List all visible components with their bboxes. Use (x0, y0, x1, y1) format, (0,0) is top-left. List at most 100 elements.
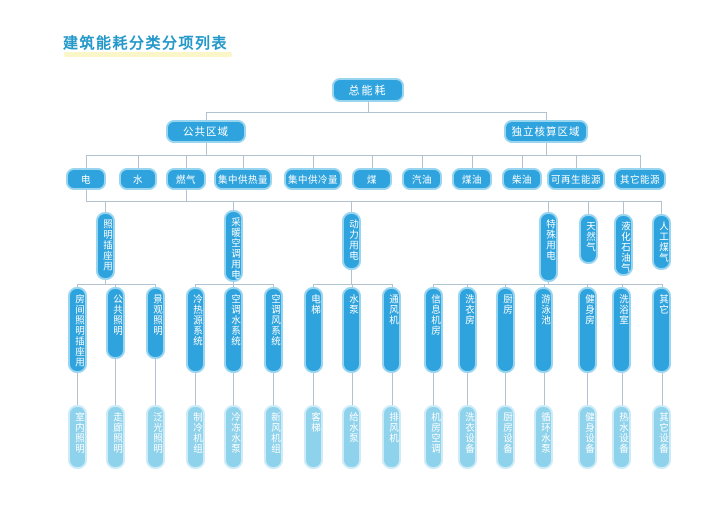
connector (662, 373, 663, 405)
connector (472, 155, 473, 168)
connector (186, 190, 187, 201)
connector (195, 284, 196, 287)
connector (206, 112, 207, 120)
connector (233, 201, 234, 212)
node-ac-air-system: 空调风系统 (264, 287, 283, 373)
node-fresh-air-unit: 新风机组 (264, 405, 283, 469)
connector (640, 155, 641, 168)
connector (587, 284, 588, 287)
connector (467, 284, 468, 287)
connector (433, 373, 434, 405)
node-power-electricity: 动力用电 (342, 212, 361, 270)
connector (77, 284, 78, 287)
node-kerosene: 煤油 (452, 168, 492, 190)
node-electricity: 电 (66, 168, 106, 190)
connector (77, 284, 155, 285)
node-flood-lighting: 泛光照明 (146, 405, 165, 469)
connector (86, 190, 87, 201)
node-other-equipment: 其它设备 (652, 405, 671, 469)
connector (195, 284, 273, 285)
node-kitchen: 厨房 (496, 287, 515, 373)
connector (576, 155, 577, 168)
node-passenger-elevator: 客梯 (304, 405, 323, 469)
connector (273, 284, 274, 287)
connector (622, 284, 623, 287)
connector (505, 284, 506, 287)
node-public-lighting: 公共照明 (106, 287, 125, 359)
connector (155, 284, 156, 287)
connector (392, 373, 393, 405)
connector (467, 373, 468, 405)
node-laundry: 洗衣房 (458, 287, 477, 373)
connector (186, 155, 187, 168)
node-circulation-pump: 循环水泵 (534, 405, 553, 469)
node-gasoline: 汽油 (402, 168, 442, 190)
connector (368, 102, 369, 112)
connector (352, 373, 353, 405)
connector (86, 155, 87, 168)
node-special-electricity: 特殊用电 (539, 212, 558, 282)
connector (351, 270, 352, 284)
node-exhaust-fan: 排风机 (382, 405, 401, 469)
connector (372, 155, 373, 168)
node-swimming-pool: 游泳池 (534, 287, 553, 373)
node-lighting-socket-electricity: 照明插座用电 (96, 212, 115, 280)
node-chilled-water-pump: 冷冻水泵 (224, 405, 243, 469)
node-hvac-electricity: 采暖空调用电 (224, 210, 243, 282)
connector (115, 284, 116, 287)
connector (662, 284, 663, 287)
connector (623, 201, 624, 214)
node-elevator: 电梯 (304, 287, 323, 373)
node-ventilation-fan: 通风机 (382, 287, 401, 373)
node-ac-water-system: 空调水系统 (224, 287, 243, 373)
node-laundry-equipment: 洗衣设备 (458, 405, 477, 469)
node-water-pump: 水泵 (342, 287, 361, 373)
node-kitchen-equipment: 厨房设备 (496, 405, 515, 469)
connector (352, 284, 353, 287)
connector (661, 201, 662, 214)
connector (105, 201, 106, 212)
connector (115, 359, 116, 405)
connector (206, 112, 546, 113)
connector (622, 373, 623, 405)
title-highlight (64, 52, 232, 57)
node-natural-gas: 天然气 (579, 214, 598, 264)
connector (313, 155, 314, 168)
connector (233, 282, 234, 284)
node-room-lighting-socket: 房间照明插座用电 (68, 287, 87, 373)
node-cold-heat-source: 冷热源系统 (186, 287, 205, 373)
connector (522, 155, 523, 168)
node-central-heating: 集中供热量 (214, 168, 272, 190)
connector (392, 284, 393, 287)
connector (313, 373, 314, 405)
connector (155, 359, 156, 405)
node-bathroom: 洗浴室 (612, 287, 631, 373)
connector (351, 201, 352, 212)
connector (546, 112, 547, 120)
node-lpg: 液化石油气 (614, 214, 633, 276)
node-info-room: 信息机房 (424, 287, 443, 373)
connector (587, 373, 588, 405)
connector (433, 284, 434, 287)
node-gym-equipment: 健身设备 (578, 405, 597, 469)
connector (433, 284, 662, 285)
node-other: 其它 (652, 287, 671, 373)
node-supply-pump: 给水泵 (342, 405, 361, 469)
node-diesel: 柴油 (502, 168, 542, 190)
node-landscape-lighting: 景观照明 (146, 287, 165, 359)
node-coal: 煤 (352, 168, 392, 190)
node-gas: 燃气 (166, 168, 206, 190)
node-corridor-lighting: 走廊照明 (106, 405, 125, 469)
connector (588, 201, 589, 214)
node-other-energy: 其它能源 (614, 168, 666, 190)
connector (548, 282, 549, 284)
connector (313, 284, 314, 287)
connector (206, 143, 207, 155)
node-gym: 健身房 (578, 287, 597, 373)
connector (86, 155, 640, 156)
node-hot-water-equipment: 热水设备 (612, 405, 631, 469)
connector (243, 155, 244, 168)
connector (138, 155, 139, 168)
node-indoor-lighting: 室内照明 (68, 405, 87, 469)
